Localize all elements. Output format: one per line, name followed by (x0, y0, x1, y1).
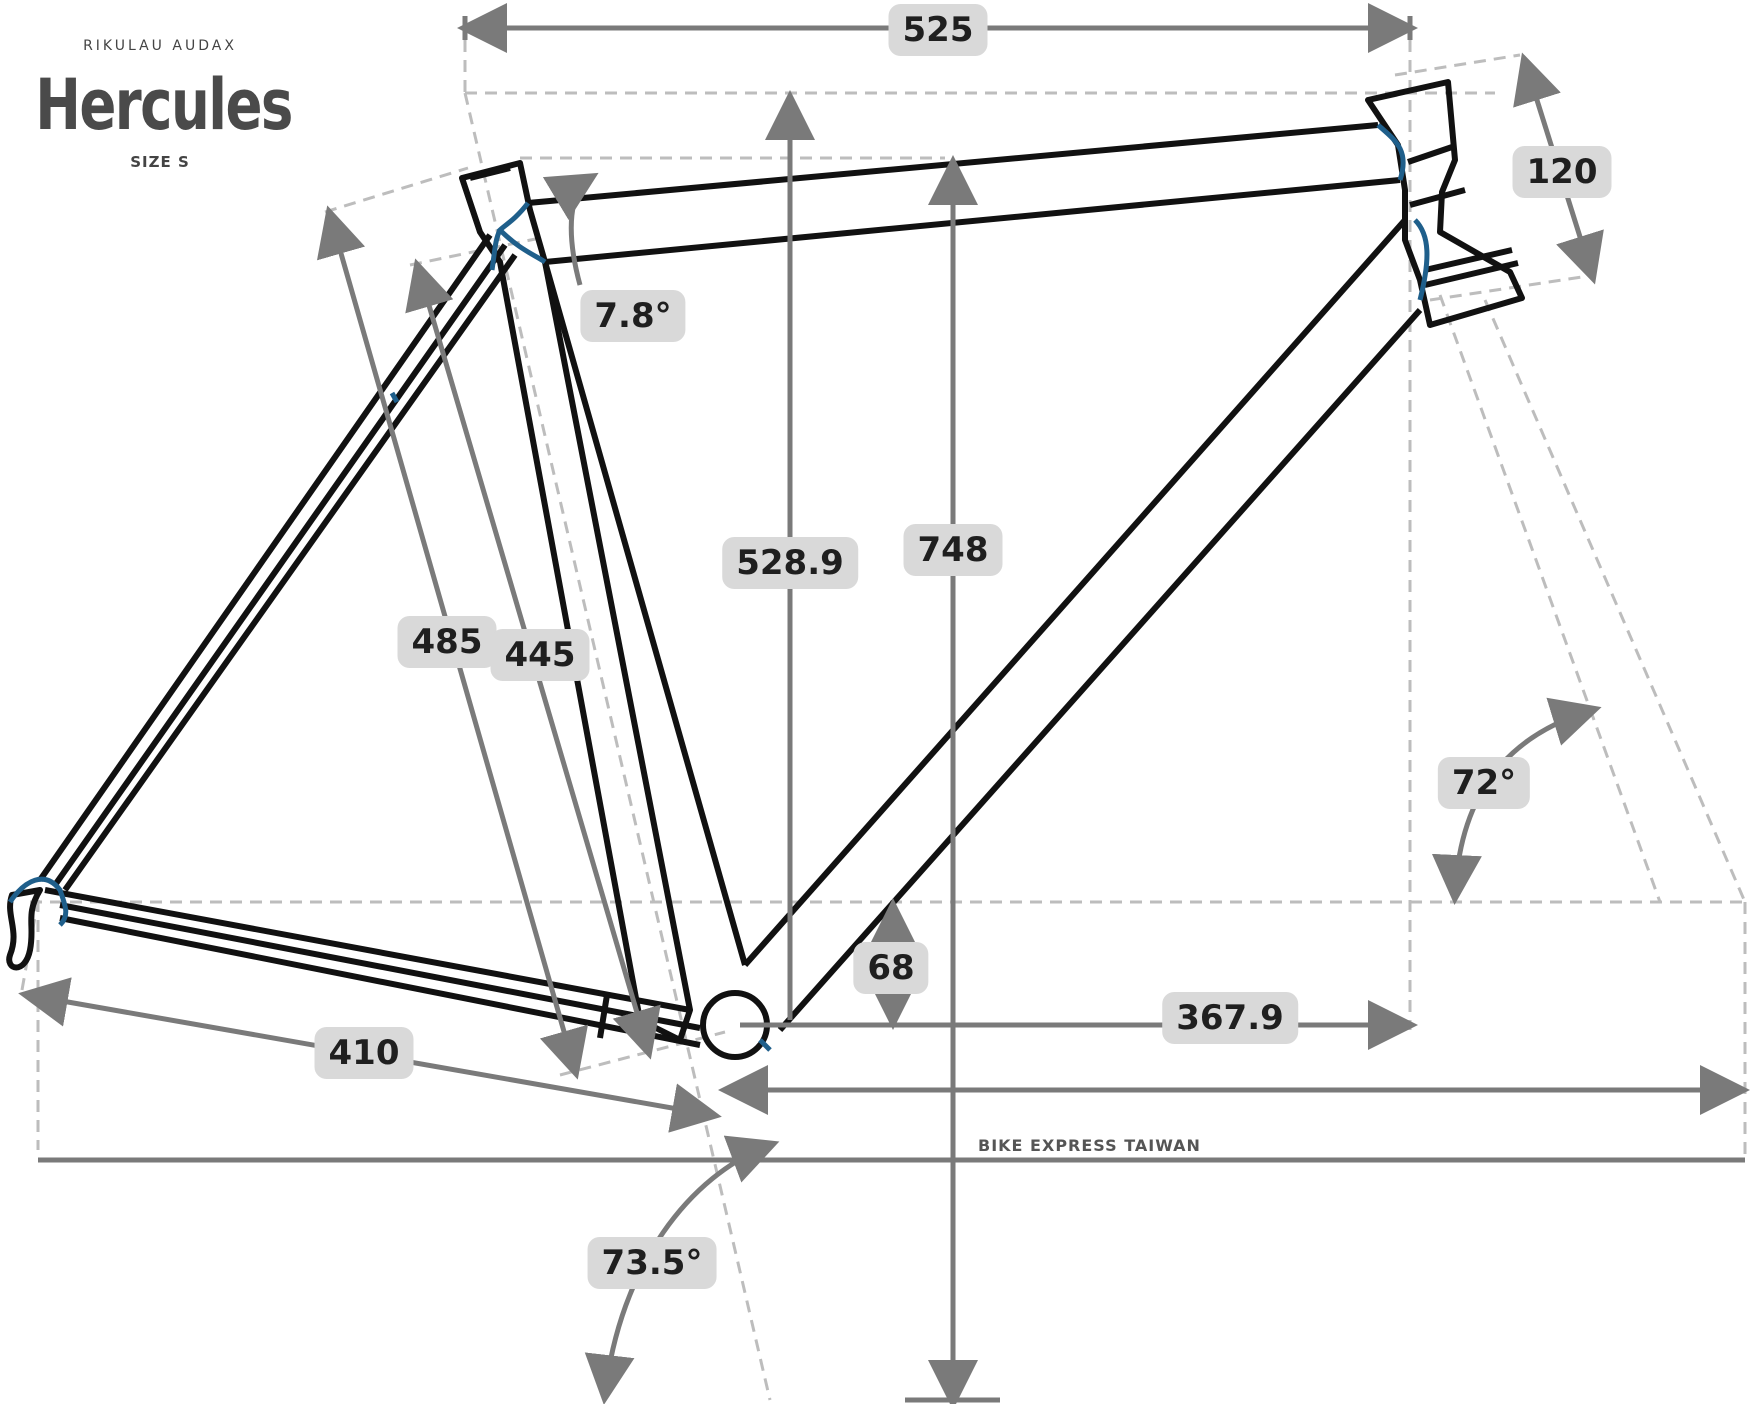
dim-label-bb-drop: 68 (853, 942, 929, 994)
chain-stay-1 (44, 887, 691, 1013)
head-tube-ring-3 (1424, 247, 1513, 273)
seat-clamp (469, 165, 511, 181)
cable-dropout (7, 876, 69, 927)
footer-credit: BIKE EXPRESS TAIWAN (978, 1136, 1201, 1155)
dim-label-seat-ctc: 485 (397, 616, 497, 668)
rear-dropout (6, 887, 43, 971)
arc-top-tube-slope (542, 172, 599, 286)
dim-label-seat-ctt: 445 (490, 629, 590, 681)
dim-label-top-tube-slope: 7.8° (580, 290, 686, 342)
dim-label-head-tube: 120 (1512, 146, 1612, 198)
down-tube-upper (742, 218, 1408, 967)
steerer-axis-guide-2 (1483, 299, 1747, 903)
steerer-axis-guide-1 (1438, 294, 1662, 903)
dim-label-stack: 528.9 (722, 537, 858, 589)
cable-bb (758, 1038, 772, 1052)
dim-label-seat-angle: 73.5° (587, 1237, 717, 1289)
seat-stay-3 (62, 253, 518, 892)
head-tube-ring-2 (1409, 187, 1466, 208)
head-top-guide (1394, 53, 1521, 77)
dim-label-standover: 748 (903, 524, 1003, 576)
head-tube-ring-1 (1407, 143, 1456, 165)
cable-head-bottom (1413, 218, 1430, 301)
dim-label-reach: 367.9 (1162, 992, 1298, 1044)
dim-label-chainstay: 410 (314, 1027, 414, 1079)
arc-seat-angle (584, 1135, 780, 1404)
seat-top-guide (324, 166, 469, 214)
down-tube-lower (777, 308, 1423, 1032)
dim-label-top-tube: 525 (888, 4, 988, 56)
dim-label-head-angle: 72° (1437, 757, 1531, 809)
model-name: Hercules (35, 64, 293, 146)
frame-size: SIZE S (130, 153, 190, 171)
chain-stay-bridge (597, 994, 610, 1039)
dimension-lines (18, 3, 1750, 1404)
head-tube-ring-4 (1424, 260, 1519, 288)
head-bottom-guide (1429, 273, 1596, 302)
cable-head-top (1376, 123, 1406, 181)
cable-routing (7, 123, 1430, 1052)
brand-name: RIKULAU AUDAX (83, 38, 237, 54)
head-tube (1365, 79, 1525, 328)
seat-stay-1 (37, 233, 493, 882)
